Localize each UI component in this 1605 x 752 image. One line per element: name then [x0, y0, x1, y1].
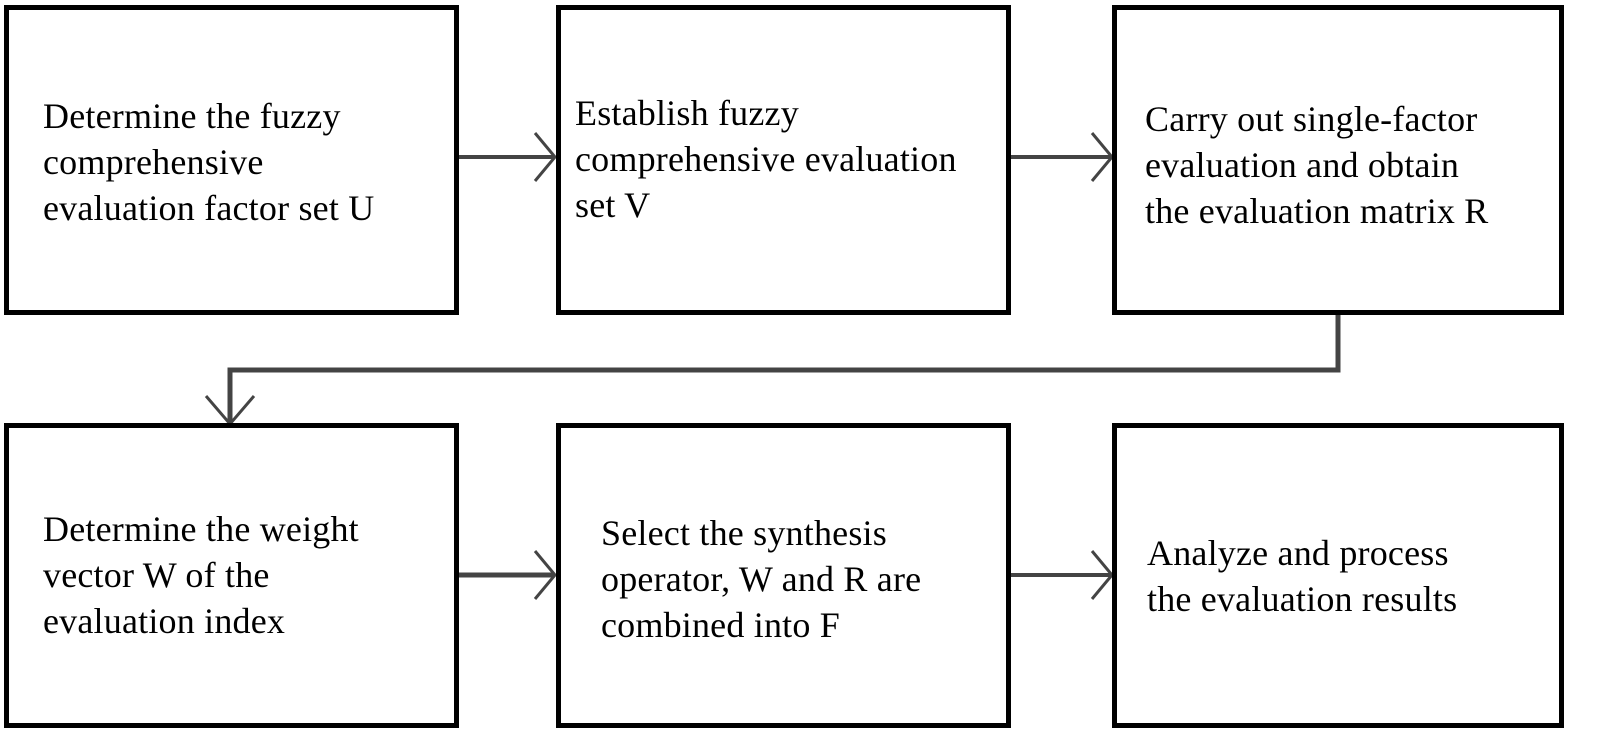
flow-box-label: Carry out single-factor evaluation and o…	[1145, 99, 1489, 231]
flow-box-analyze-results: Analyze and process the evaluation resul…	[1112, 423, 1564, 728]
arrow-step3-to-step4	[204, 315, 1341, 427]
flow-box-label: Establish fuzzy comprehensive evaluation…	[575, 93, 957, 225]
arrow-step2-to-step3	[1010, 132, 1114, 182]
flow-box-label: Determine the weight vector W of the eva…	[43, 509, 359, 641]
flow-box-single-factor-evaluation: Carry out single-factor evaluation and o…	[1112, 5, 1564, 315]
flow-box-select-synthesis-operator: Select the synthesis operator, W and R a…	[556, 423, 1011, 728]
arrow-step4-to-step5	[458, 550, 557, 600]
arrow-step1-to-step2	[458, 132, 557, 182]
flow-box-establish-evaluation-set: Establish fuzzy comprehensive evaluation…	[556, 5, 1011, 315]
flow-box-label: Select the synthesis operator, W and R a…	[601, 513, 922, 645]
flow-box-label: Determine the fuzzy comprehensive evalua…	[43, 96, 375, 228]
flow-box-determine-factor-set: Determine the fuzzy comprehensive evalua…	[4, 5, 459, 315]
flow-box-label: Analyze and process the evaluation resul…	[1147, 533, 1458, 619]
flow-box-determine-weight-vector: Determine the weight vector W of the eva…	[4, 423, 459, 728]
arrow-step5-to-step6	[1010, 550, 1114, 600]
